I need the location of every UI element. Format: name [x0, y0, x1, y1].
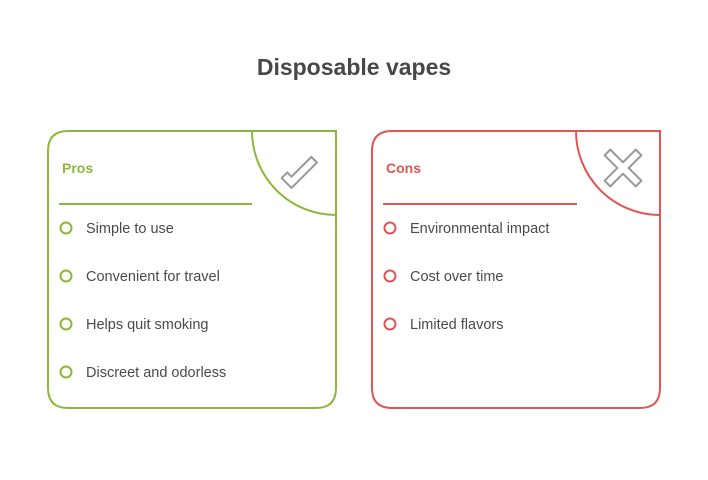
bullet-circle-icon: [383, 269, 397, 283]
bullet-circle-icon: [383, 317, 397, 331]
bullet-circle-icon: [59, 317, 73, 331]
list-item: Discreet and odorless: [59, 365, 226, 381]
list-item-label: Simple to use: [86, 221, 174, 237]
list-item: Simple to use: [59, 221, 174, 237]
pros-heading: Pros: [62, 160, 93, 176]
cons-card-border: [371, 130, 661, 409]
list-item: Environmental impact: [383, 221, 549, 237]
check-icon: [280, 155, 318, 189]
bullet-circle-icon: [383, 221, 397, 235]
list-item: Helps quit smoking: [59, 317, 209, 333]
cons-corner-arc: [575, 130, 661, 216]
list-item-label: Convenient for travel: [86, 269, 220, 285]
list-item-label: Cost over time: [410, 269, 503, 285]
pros-corner-arc: [251, 130, 337, 216]
bullet-circle-icon: [59, 365, 73, 379]
bullet-circle-icon: [59, 269, 73, 283]
list-item: Cost over time: [383, 269, 503, 285]
diagram-title: Disposable vapes: [257, 54, 451, 80]
pros-card-border: [47, 130, 337, 409]
x-icon: [603, 148, 643, 188]
cons-heading: Cons: [386, 160, 421, 176]
list-item-label: Environmental impact: [410, 221, 549, 237]
list-item: Limited flavors: [383, 317, 503, 333]
list-item-label: Helps quit smoking: [86, 317, 209, 333]
bullet-circle-icon: [59, 221, 73, 235]
list-item-label: Limited flavors: [410, 317, 503, 333]
list-item: Convenient for travel: [59, 269, 220, 285]
list-item-label: Discreet and odorless: [86, 365, 226, 381]
